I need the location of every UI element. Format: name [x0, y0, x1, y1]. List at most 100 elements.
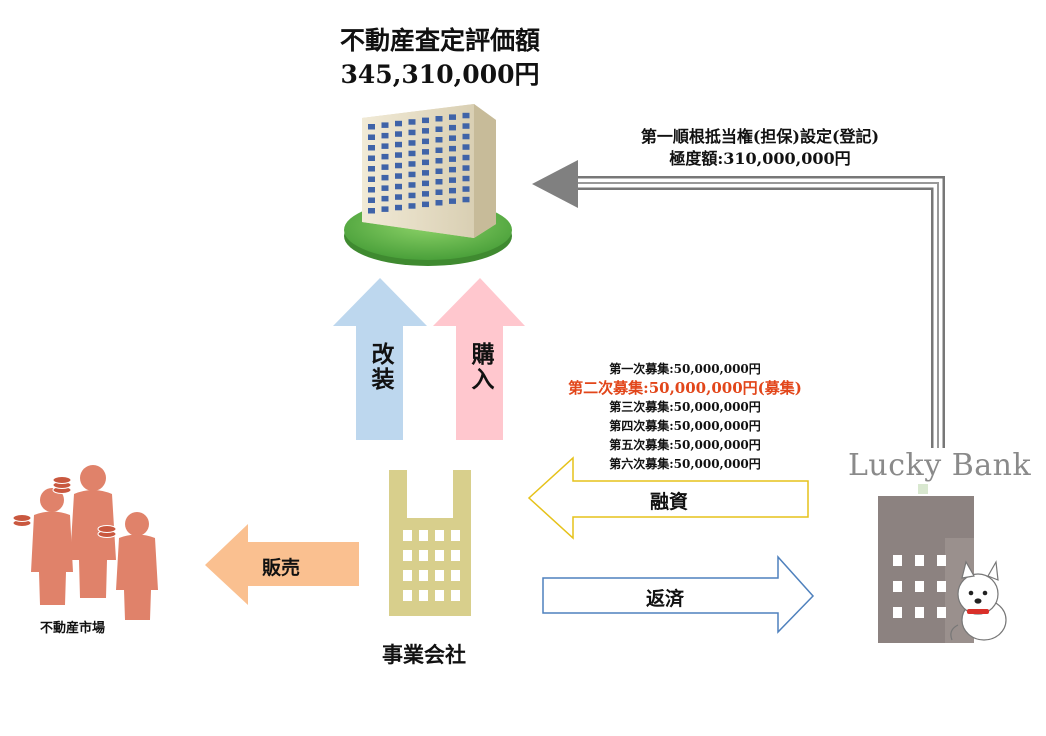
- building-window: [408, 203, 416, 209]
- building-window: [381, 132, 389, 139]
- building-window: [368, 187, 375, 193]
- funding-round-item: 第三次募集:50,000,000円: [609, 400, 761, 414]
- bank-building-icon: [878, 484, 974, 643]
- building-window: [368, 166, 375, 172]
- dog-mascot-icon: [950, 560, 1007, 641]
- building-window: [462, 196, 470, 203]
- company-window: [451, 550, 460, 561]
- company-window: [403, 530, 412, 541]
- company-window: [451, 570, 460, 581]
- building-window: [435, 179, 443, 185]
- repayment-arrow: [542, 555, 815, 634]
- market-caption: 不動産市場: [40, 621, 106, 636]
- building-window: [422, 191, 429, 197]
- company-window: [403, 550, 412, 561]
- bank-window: [915, 581, 924, 592]
- building-window: [395, 162, 402, 169]
- company-window: [419, 570, 428, 581]
- building-window: [462, 112, 470, 119]
- building-window: [408, 171, 416, 178]
- building-window: [381, 174, 389, 181]
- building-window: [408, 182, 416, 188]
- building-window: [408, 161, 416, 167]
- building-window: [462, 165, 470, 171]
- valued-building-icon: [344, 104, 512, 266]
- building-window: [368, 124, 375, 130]
- company-window: [435, 570, 444, 581]
- financing-label: 融資: [650, 491, 689, 513]
- building-window: [368, 145, 375, 151]
- building-window: [368, 208, 375, 214]
- building-window: [422, 159, 429, 166]
- building-window: [422, 201, 429, 208]
- bank-window: [915, 607, 924, 618]
- company-window: [419, 590, 428, 601]
- company-window: [419, 530, 428, 541]
- funding-round-item: 第六次募集:50,000,000円: [609, 457, 761, 471]
- building-window: [422, 180, 429, 187]
- building-window: [435, 116, 443, 122]
- building-window: [462, 175, 470, 182]
- building-window: [435, 126, 443, 132]
- funding-round-item: 第一次募集:50,000,000円: [609, 362, 761, 376]
- building-window: [449, 187, 456, 194]
- building-window: [422, 170, 429, 176]
- building-window: [395, 173, 402, 179]
- building-window: [449, 145, 456, 152]
- bank-window: [937, 581, 946, 592]
- bank-window: [915, 555, 924, 566]
- renovation-arrow: [333, 278, 427, 440]
- bank-window: [937, 555, 946, 566]
- building-window: [449, 166, 456, 173]
- company-window: [435, 530, 444, 541]
- company-window: [403, 590, 412, 601]
- building-window: [422, 128, 429, 134]
- company-window: [451, 530, 460, 541]
- building-window: [435, 200, 443, 206]
- company-building-icon: [389, 470, 471, 616]
- bank-window: [893, 607, 902, 618]
- financing-arrow: [527, 456, 809, 540]
- building-window: [435, 158, 443, 164]
- company-window: [419, 550, 428, 561]
- valuation-amount: 345,310,000円: [340, 60, 540, 89]
- building-window: [462, 154, 470, 161]
- building-window: [449, 124, 456, 131]
- building-window: [395, 204, 402, 211]
- valuation-title: 不動産査定評価額: [339, 26, 540, 55]
- building-window: [381, 122, 389, 128]
- building-window: [435, 168, 443, 174]
- company-window: [435, 590, 444, 601]
- funding-round-item: 第五次募集:50,000,000円: [609, 438, 761, 452]
- lien-text-block: 第一順根抵当権(担保)設定(登記) 極度額:310,000,000円: [560, 126, 960, 170]
- building-window: [408, 129, 416, 136]
- building-window: [368, 176, 375, 182]
- building-window: [422, 138, 429, 145]
- building-window: [368, 155, 375, 161]
- building-window: [408, 119, 416, 125]
- coin-icons: [12, 476, 117, 538]
- building-window: [408, 150, 416, 157]
- building-window: [449, 177, 456, 183]
- building-window: [395, 152, 402, 158]
- sales-label: 販売: [262, 557, 301, 579]
- bank-window: [893, 555, 902, 566]
- building-window: [381, 195, 389, 202]
- bank-window: [893, 581, 902, 592]
- company-window: [403, 570, 412, 581]
- building-window: [462, 133, 470, 140]
- bank-logo: Lucky Bank: [848, 448, 1031, 483]
- funding-rounds-list: 第一次募集:50,000,000円第二次募集:50,000,000円(募集)第三…: [520, 360, 850, 474]
- building-window: [408, 192, 416, 199]
- building-window: [435, 189, 443, 195]
- valuation-title-block: 不動産査定評価額 345,310,000円: [260, 24, 620, 92]
- building-window: [395, 141, 402, 148]
- building-window: [449, 198, 456, 204]
- company-window: [451, 590, 460, 601]
- bank-logo-word-2: Bank: [951, 448, 1032, 483]
- building-window: [395, 183, 402, 190]
- building-window: [462, 123, 470, 129]
- building-window: [381, 185, 389, 191]
- market-people-icon: [31, 465, 158, 620]
